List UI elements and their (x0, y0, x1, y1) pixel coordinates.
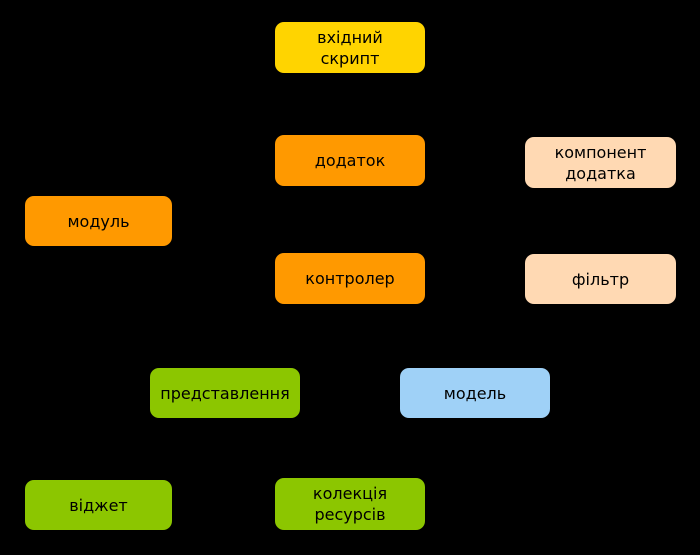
node-widget-label: віджет (69, 495, 128, 515)
node-filter: фільтр (525, 254, 676, 304)
node-module: модуль (25, 196, 172, 246)
node-filter-label: фільтр (571, 269, 630, 289)
node-model-label: модель (443, 383, 507, 403)
node-application-label: додаток (314, 151, 386, 170)
node-widget: віджет (25, 480, 172, 530)
node-model: модель (400, 368, 550, 418)
node-controller-label: контролер (305, 269, 395, 288)
node-application: додаток (275, 135, 425, 186)
node-controller: контролер (275, 253, 425, 304)
node-module-label: модуль (67, 211, 130, 231)
node-asset-bundle: колекція ресурсів (275, 478, 425, 530)
node-entry-script-label: вхідний скрипт (317, 27, 383, 68)
node-asset-bundle-label: колекція ресурсів (312, 484, 388, 524)
node-view: представлення (150, 368, 300, 418)
node-entry-script: вхідний скрипт (275, 22, 425, 73)
node-application-component: компонент додатка (525, 137, 676, 188)
node-application-component-label: компонент додатка (554, 142, 647, 183)
node-view-label: представлення (160, 383, 290, 403)
